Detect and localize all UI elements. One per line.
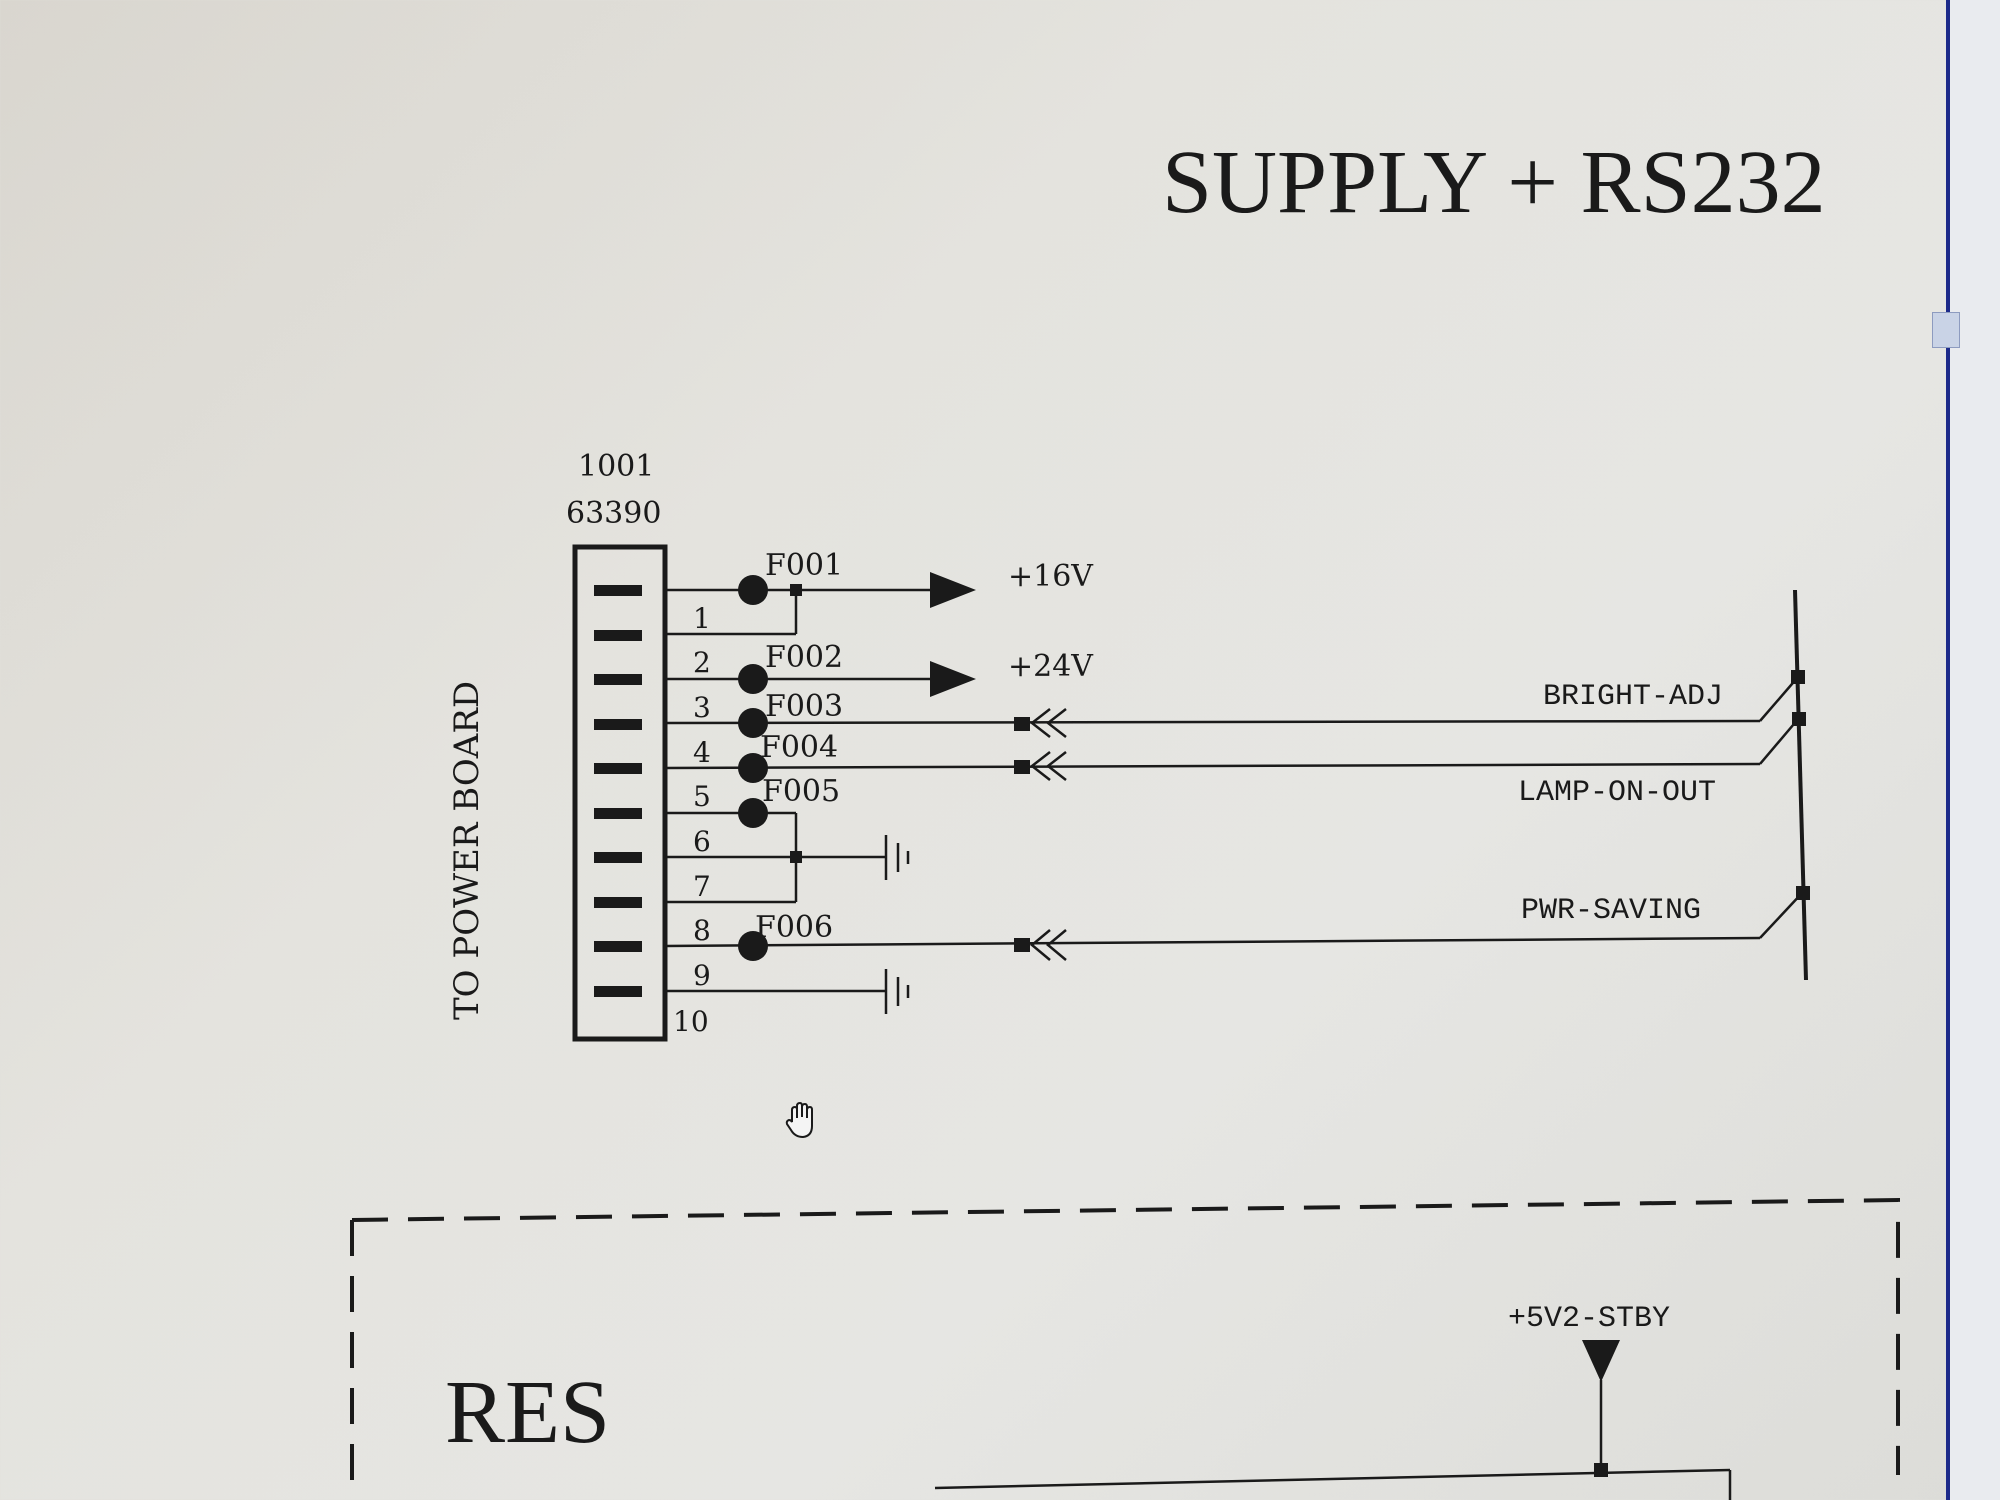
signal-pwr-saving: PWR-SAVING — [1521, 894, 1701, 928]
junction — [1792, 712, 1806, 726]
chevron-icon — [1029, 751, 1051, 781]
pin-bar — [594, 897, 642, 908]
ground-symbol-icon — [884, 835, 910, 880]
pin-bar — [594, 986, 642, 997]
pin-number: 9 — [693, 959, 711, 992]
pin-number: 1 — [693, 602, 711, 635]
wire-pin4-bright — [664, 719, 1761, 725]
res-section-border — [350, 1197, 1900, 1500]
wire-pin9-pwr — [664, 936, 1761, 948]
pin-bar — [594, 808, 642, 819]
res-section-title: RES — [445, 1363, 610, 1462]
ground-symbol-icon — [884, 969, 910, 1014]
fuse-label-f004: F004 — [760, 730, 838, 765]
junctions — [790, 584, 1810, 1477]
fuse-label-f005: F005 — [762, 774, 840, 809]
fuse-dot-f005 — [738, 798, 768, 828]
fuse-label-f002: F002 — [765, 640, 843, 675]
rail-16v-label: +16V — [1008, 559, 1094, 594]
pin-bar — [594, 719, 642, 730]
junction — [790, 851, 802, 863]
chevron-icon — [1029, 708, 1051, 738]
fuse-label-f006: F006 — [755, 910, 833, 945]
pin-number: 10 — [673, 1005, 709, 1038]
connector-body — [572, 544, 668, 1042]
pin-bar — [594, 941, 642, 952]
fuse-labels: F001 F002 F003 F004 F005 F006 — [755, 548, 843, 945]
fuse-dot-f001 — [738, 575, 768, 605]
fuse-dot-f003 — [738, 708, 768, 738]
fuse-dots — [738, 575, 768, 961]
wires — [664, 588, 1808, 993]
chevron-icon — [1030, 929, 1051, 961]
pin-number: 2 — [693, 646, 711, 679]
junction — [1014, 760, 1030, 774]
pin-bar — [594, 674, 642, 685]
signal-bright-adj: BRIGHT-ADJ — [1543, 680, 1723, 714]
wire-pin5-lamp — [664, 762, 1761, 770]
vertical-scrollbar[interactable] — [1946, 0, 2000, 1500]
hand-cursor-icon — [785, 1101, 813, 1139]
wire-standby-bus — [934, 1468, 1731, 1490]
signal-lamp-on-out: LAMP-ON-OUT — [1518, 776, 1716, 810]
pin-number: 7 — [693, 870, 711, 903]
junction — [1014, 717, 1030, 731]
rail-standby-label: +5V2-STBY — [1508, 1302, 1670, 1336]
bus-line — [1793, 589, 1808, 981]
pin-bar — [594, 630, 642, 641]
junction — [1791, 670, 1805, 684]
rail-24v-label: +24V — [1008, 649, 1094, 684]
junction — [790, 584, 802, 596]
pin-number: 5 — [693, 780, 711, 813]
offpage-connector-icons — [1029, 708, 1067, 961]
pin-number: 6 — [693, 825, 711, 858]
fuse-dot-f004 — [738, 753, 768, 783]
junction — [1796, 886, 1810, 900]
chevron-icon — [1046, 929, 1067, 961]
supply-arrow-icon — [930, 572, 976, 608]
scrollbar-thumb[interactable] — [1932, 312, 1960, 348]
bus-entry-bright — [1759, 676, 1799, 722]
pin-bar — [594, 852, 642, 863]
pin-numbers: 1 2 3 4 5 6 7 8 9 10 — [673, 602, 711, 1038]
pin-number: 8 — [693, 914, 711, 947]
pin-bar — [594, 763, 642, 774]
fuse-label-f001: F001 — [765, 548, 843, 583]
connector-side-label: TO POWER BOARD — [447, 681, 487, 1020]
connector-ref: 1001 — [578, 449, 654, 484]
connector-pin-bars — [594, 585, 642, 997]
pin-number: 4 — [693, 736, 711, 769]
supply-arrow-icon — [1582, 1340, 1620, 1382]
pin-number: 3 — [693, 691, 711, 724]
connector-part: 63390 — [566, 496, 661, 531]
sheet-title: SUPPLY + RS232 — [1162, 133, 1826, 232]
fuse-label-f003: F003 — [765, 689, 843, 724]
fuse-dot-f006 — [738, 931, 768, 961]
chevron-icon — [1045, 708, 1067, 738]
chevron-icon — [1045, 751, 1067, 781]
junction — [1014, 938, 1030, 952]
fuse-dot-f002 — [738, 664, 768, 694]
bus-entry-pwr — [1759, 891, 1804, 939]
supply-arrow-icon — [930, 661, 976, 697]
pin-bar — [594, 585, 642, 596]
